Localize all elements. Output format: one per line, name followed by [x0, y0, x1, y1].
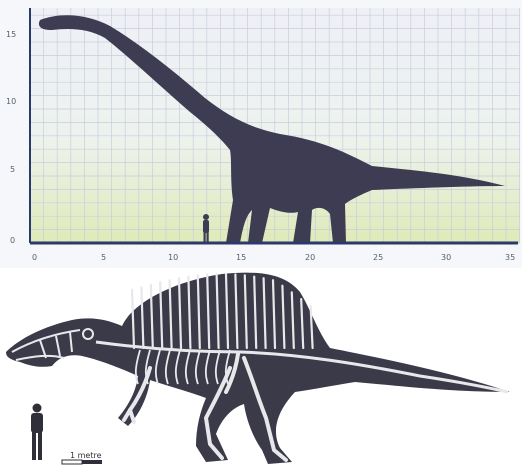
sauropod-size-chart: 15 10 5 0 0 5 10 15 20 25 30 35 [0, 0, 522, 268]
sauropod-chart-svg: 15 10 5 0 0 5 10 15 20 25 30 35 [0, 0, 522, 268]
x-tick-label: 15 [236, 253, 246, 262]
scale-bar [62, 460, 102, 464]
y-tick-label: 10 [6, 97, 16, 106]
x-tick-label: 5 [101, 253, 106, 262]
y-tick-label: 15 [6, 30, 16, 39]
y-tick-label: 0 [10, 236, 15, 245]
x-tick-label: 30 [441, 253, 451, 262]
x-tick-label: 0 [32, 253, 37, 262]
y-tick-label: 5 [10, 165, 15, 174]
x-tick-label: 10 [168, 253, 178, 262]
x-tick-label: 20 [305, 253, 315, 262]
human-scale-figure [31, 404, 43, 461]
spinosaur-diagram-svg: 1 metre [0, 268, 522, 471]
scale-bar-label: 1 metre [70, 451, 102, 460]
spinosaur-skeletal-diagram: 1 metre [0, 268, 522, 471]
spinosaur-silhouette [6, 273, 510, 464]
x-tick-label: 35 [505, 253, 515, 262]
x-tick-label: 25 [373, 253, 383, 262]
